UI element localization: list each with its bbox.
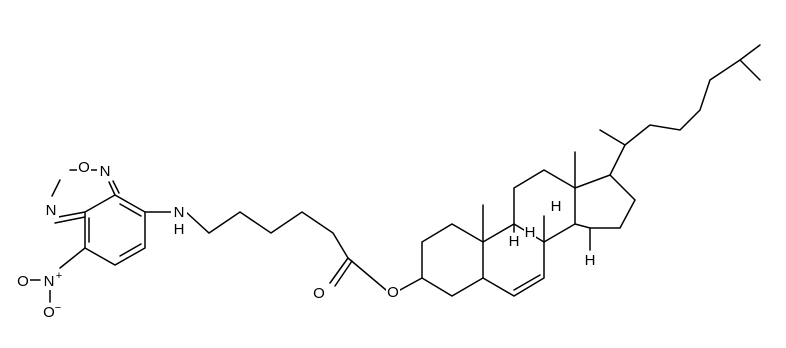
atom-amine-label: N — [174, 204, 185, 221]
stereo-h-14-label: H — [585, 252, 596, 269]
atom-nitro-n: N + — [41, 270, 62, 290]
atom-nitro-o-top: O — [16, 272, 30, 290]
atom-nitro-o-top-label: O — [17, 273, 29, 290]
atom-amine-h-label: H — [174, 221, 185, 238]
atom-amine: N H — [171, 203, 187, 238]
stereo-h-8-label: H — [551, 198, 562, 215]
bonds — [29, 44, 761, 303]
atom-ester-o: O — [386, 283, 400, 301]
atom-nitro-o-bottom-label: O — [43, 304, 55, 321]
atom-oxadiazole-n-left: N — [43, 201, 59, 219]
stereo-h-9-lower: H — [508, 233, 520, 250]
atom-nitro-o-bottom: O − — [42, 302, 61, 321]
atom-carbonyl-o-label: O — [313, 285, 325, 302]
charge-minus: − — [55, 302, 61, 314]
atom-labels: O N N N H O N + O − — [16, 158, 596, 321]
stereo-h-8: H — [550, 198, 562, 215]
atom-oxadiazole-o-label: O — [78, 159, 90, 176]
atom-carbonyl-o: O — [312, 284, 326, 302]
atom-oxadiazole-n-top: N — [97, 162, 113, 180]
atom-ester-o-label: O — [387, 284, 399, 301]
atom-oxadiazole-n-left-label: N — [46, 202, 57, 219]
stereo-h-9: H — [524, 224, 536, 241]
atom-nitro-n-label: N — [44, 273, 55, 290]
atom-oxadiazole-n-top-label: N — [100, 163, 111, 180]
stereo-h-14: H — [584, 252, 596, 269]
stereo-h-9-label: H — [525, 224, 536, 241]
charge-plus: + — [56, 270, 62, 282]
stereo-h-9-lower-label: H — [509, 233, 520, 250]
atom-oxadiazole-o: O — [77, 158, 91, 176]
